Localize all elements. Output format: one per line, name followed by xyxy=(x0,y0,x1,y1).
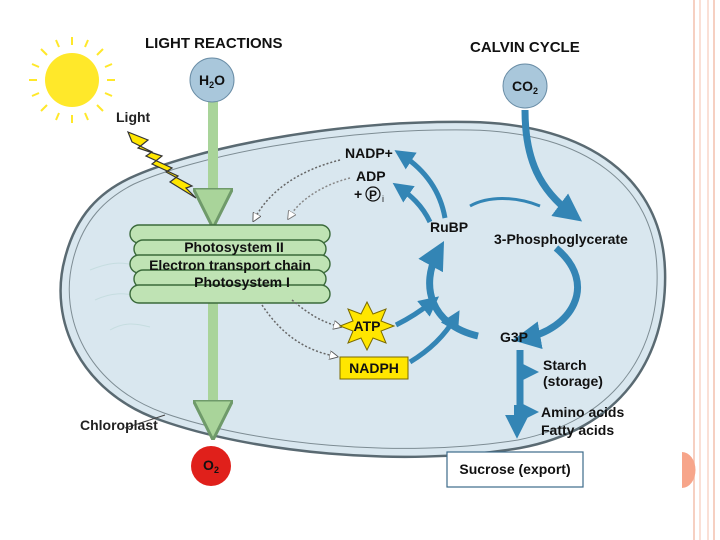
thylakoid-stack: Photosystem II Electron transport chain … xyxy=(129,224,331,304)
sucrose-export-box: Sucrose (export) xyxy=(446,451,584,488)
fatty-acids-label: Fatty acids xyxy=(541,422,614,438)
light-reactions-heading: LIGHT REACTIONS xyxy=(145,35,283,52)
electron-transport-chain-label: Electron transport chain xyxy=(149,257,311,273)
svg-text:H2O: H2O xyxy=(199,72,225,90)
calvin-cycle-arc-right xyxy=(512,245,581,350)
starch-label: Starch xyxy=(543,357,587,373)
svg-text:i: i xyxy=(382,194,384,204)
rubp-label: RuBP xyxy=(430,219,468,235)
slide-border xyxy=(682,0,715,540)
svg-text:P: P xyxy=(369,188,377,202)
svg-text:ATP: ATP xyxy=(354,318,381,334)
atp-formation-arrow xyxy=(291,299,338,326)
nadp-return-arrow xyxy=(255,159,341,218)
nadph-formation-arrow xyxy=(261,304,334,356)
adp-label: ADP xyxy=(356,168,386,184)
oxygen-molecule: O2 xyxy=(191,446,231,486)
g3p-output-arrow xyxy=(516,350,524,409)
calvin-cycle-arc-top-left xyxy=(469,197,541,208)
phosphoglycerate-label: 3-Phosphoglycerate xyxy=(494,231,628,247)
chloroplast-label: Chloroplast xyxy=(80,417,158,433)
sun-icon xyxy=(29,37,115,123)
carbon-dioxide-molecule: CO2 xyxy=(502,63,548,109)
atp-star: ATP xyxy=(338,300,396,352)
calvin-cycle-heading: CALVIN CYCLE xyxy=(470,39,580,56)
adp-regeneration-arrow xyxy=(392,182,433,224)
amino-acids-label: Amino acids xyxy=(541,404,624,420)
adp-return-arrow xyxy=(290,177,351,216)
calvin-cycle-arc-top xyxy=(521,109,583,222)
chloroplast-leader xyxy=(124,414,166,429)
nadp-regeneration-arrow xyxy=(394,150,448,219)
nadp-plus-label: NADP+ xyxy=(345,145,393,161)
svg-text:+: + xyxy=(354,186,362,202)
water-molecule: H2O xyxy=(189,57,235,103)
starch-storage-label: (storage) xyxy=(543,373,603,389)
chloroplast-inner-membrane xyxy=(68,129,658,449)
svg-text:CO2: CO2 xyxy=(512,78,538,96)
photosystem-i-label: Photosystem I xyxy=(194,274,290,290)
atp-to-calvin-arrow xyxy=(394,296,440,328)
nadph-box: NADPH xyxy=(339,356,409,380)
lightning-icon xyxy=(126,130,197,199)
pi-label: + P i xyxy=(354,186,384,204)
photosystem-ii-label: Photosystem II xyxy=(184,239,284,255)
svg-text:NADPH: NADPH xyxy=(349,360,399,376)
g3p-label: G3P xyxy=(500,329,528,345)
light-label: Light xyxy=(116,109,151,125)
svg-text:Sucrose (export): Sucrose (export) xyxy=(459,461,570,477)
calvin-cycle-arc-left xyxy=(418,240,479,340)
